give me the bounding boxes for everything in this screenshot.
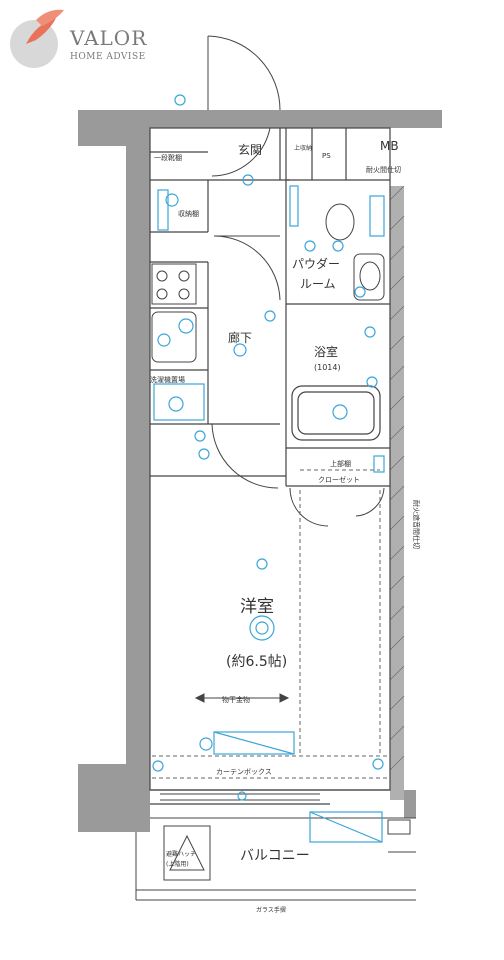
label-storage: 収納棚	[178, 209, 199, 218]
label-curtain-box: カーテンボックス	[216, 768, 272, 776]
ceiling-light-icon	[332, 240, 344, 252]
label-hatch-2: (上階用)	[166, 860, 189, 868]
dashed-lines	[152, 469, 388, 779]
room-label-powder-1: パウダー	[292, 256, 340, 271]
room-label-balcony: バルコニー	[240, 848, 310, 864]
label-shelf-small: 上収納	[294, 144, 312, 152]
room-label-bath-size: (1014)	[314, 363, 341, 372]
bathtub	[291, 385, 381, 441]
outlet-icon	[304, 240, 316, 252]
brand-logo: VALOR HOME ADVISE	[6, 4, 166, 74]
room-label-bath: 浴室	[314, 344, 338, 359]
label-shoe-cabinet: 一段靴棚	[154, 153, 182, 162]
label-washer-place: 洗濯機置場	[150, 375, 185, 384]
ceiling-light-icon	[178, 318, 194, 334]
ceiling-light-icon	[256, 558, 268, 570]
kitchen	[151, 263, 197, 363]
ceiling-light-icon	[233, 343, 247, 357]
sensor-icon	[165, 193, 179, 207]
label-upper-shelf: 上部棚	[330, 459, 351, 468]
outlet-icon	[199, 737, 213, 751]
blue-fixtures	[152, 94, 385, 843]
ceiling-light-icon	[249, 615, 275, 641]
valor-logo-icon	[10, 9, 64, 68]
entrance-door	[207, 35, 281, 177]
room-label-powder-2: ルーム	[300, 277, 336, 291]
hanger-pipe-line	[194, 693, 290, 703]
brand-tagline: HOME ADVISE	[70, 52, 146, 62]
room-label-hallway: 廊下	[228, 330, 252, 345]
room-label-mb-sub: 耐火間仕切	[366, 165, 401, 174]
wall-hatching	[389, 185, 405, 771]
room-label-mb: MB	[380, 139, 399, 153]
outlet-icon	[264, 310, 276, 322]
powder-fixtures	[325, 203, 385, 301]
label-hatch-1: 避難ハッチ	[166, 850, 196, 858]
label-glass-railing: ガラス手摺	[256, 906, 286, 914]
annotation-labels: 収納棚 洗濯機置場 上部棚 クローゼット 物干金物 カーテンボックス PS 上収…	[150, 144, 421, 914]
room-labels: 玄関 MB 耐火間仕切 一段靴棚 パウダー ルーム 廊下 浴室 (1014) 洋…	[154, 139, 401, 864]
room-label-western: 洋室	[240, 597, 274, 617]
label-ps: PS	[322, 152, 331, 160]
label-hanger-pipe: 物干金物	[222, 695, 250, 704]
room-label-entrance: 玄関	[238, 142, 262, 157]
room-label-western-size: (約6.5帖)	[226, 654, 287, 670]
brand-name: VALOR	[70, 26, 148, 50]
label-fire-partition: 耐火遮音間仕切	[412, 500, 421, 549]
door-swings	[211, 235, 385, 527]
ceiling-light-icon	[242, 174, 254, 186]
outlet-icon	[174, 94, 186, 106]
partition-lines	[149, 127, 391, 805]
label-closet: クローゼット	[318, 475, 360, 484]
structural-walls	[78, 110, 442, 832]
balcony	[135, 817, 416, 901]
